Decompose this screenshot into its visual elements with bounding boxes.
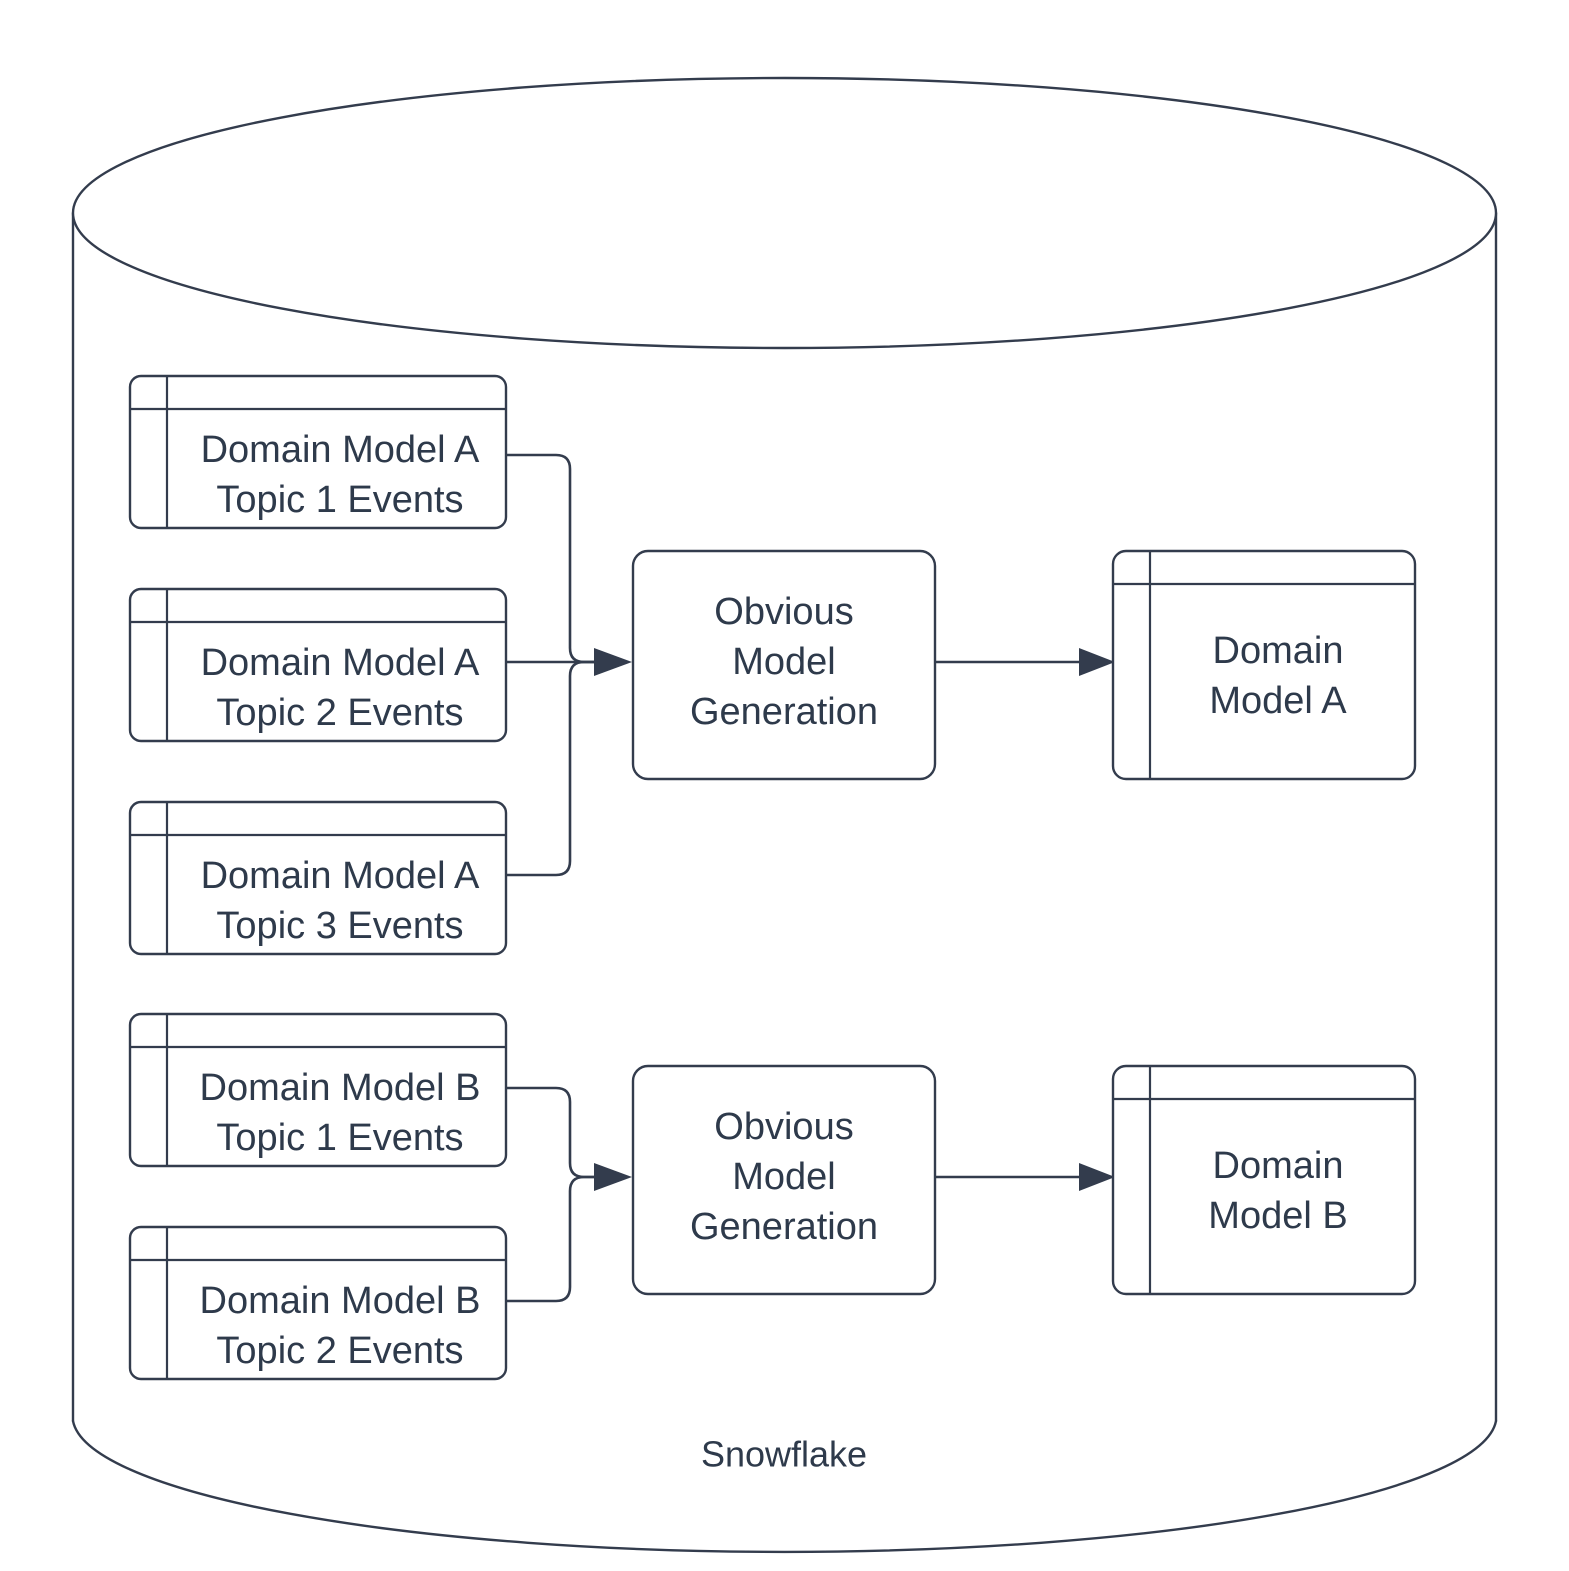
table-outline: [128, 800, 508, 956]
arrowhead-into-process-a: [594, 648, 632, 676]
output-label-line2: Model A: [1209, 680, 1347, 722]
cylinder-bottom-arc: [71, 1419, 1498, 1554]
process-box-obvious-model-generation-b[interactable]: Obvious Model Generation: [631, 1064, 937, 1296]
table-outline: [1111, 549, 1417, 781]
source-label-line2: Topic 1 Events: [216, 1117, 463, 1159]
source-label-line2: Topic 2 Events: [216, 692, 463, 734]
output-label-line1: Domain: [1213, 630, 1344, 672]
arrowhead-into-output-a: [1079, 648, 1115, 676]
process-label-line2: Model: [732, 641, 836, 683]
source-label-line2: Topic 2 Events: [216, 1330, 463, 1372]
source-table-domain-model-a-topic-2[interactable]: Domain Model A Topic 2 Events: [128, 587, 508, 743]
output-label-line2: Model B: [1208, 1195, 1347, 1237]
connector-src-b1-to-process-b: [506, 1086, 600, 1179]
process-label-line3: Generation: [690, 1206, 878, 1248]
output-table-domain-model-b[interactable]: Domain Model B: [1111, 1064, 1417, 1296]
arrowhead-into-output-b: [1079, 1163, 1115, 1191]
process-outline: [631, 1064, 937, 1296]
cylinder-top-ellipse: [71, 76, 1498, 350]
source-label-line1: Domain Model A: [201, 855, 480, 897]
process-label-line1: Obvious: [714, 591, 853, 633]
output-table-domain-model-a[interactable]: Domain Model A: [1111, 549, 1417, 781]
connectors-group-a: [506, 453, 1115, 877]
source-table-domain-model-b-topic-1[interactable]: Domain Model B Topic 1 Events: [128, 1012, 508, 1168]
connector-src-a3-to-process-a: [506, 660, 600, 877]
source-label-line1: Domain Model A: [201, 642, 480, 684]
table-outline: [128, 1225, 508, 1381]
table-outline: [1111, 1064, 1417, 1296]
source-label-line1: Domain Model A: [201, 429, 480, 471]
process-label-line1: Obvious: [714, 1106, 853, 1148]
process-box-obvious-model-generation-a[interactable]: Obvious Model Generation: [631, 549, 937, 781]
table-outline: [128, 374, 508, 530]
source-label-line2: Topic 1 Events: [216, 479, 463, 521]
connectors-group-b: [506, 1086, 1115, 1303]
source-table-domain-model-b-topic-2[interactable]: Domain Model B Topic 2 Events: [128, 1225, 508, 1381]
table-outline: [128, 1012, 508, 1168]
source-label-line1: Domain Model B: [200, 1067, 481, 1109]
output-label-line1: Domain: [1213, 1145, 1344, 1187]
source-table-domain-model-a-topic-3[interactable]: Domain Model A Topic 3 Events: [128, 800, 508, 956]
source-table-domain-model-a-topic-1[interactable]: Domain Model A Topic 1 Events: [128, 374, 508, 530]
source-label-line2: Topic 3 Events: [216, 905, 463, 947]
container-label-snowflake: Snowflake: [701, 1434, 867, 1475]
table-outline: [128, 587, 508, 743]
process-label-line2: Model: [732, 1156, 836, 1198]
process-label-line3: Generation: [690, 691, 878, 733]
source-label-line1: Domain Model B: [200, 1280, 481, 1322]
connector-src-b2-to-process-b: [506, 1175, 600, 1303]
process-outline: [631, 549, 937, 781]
arrowhead-into-process-b: [594, 1163, 632, 1191]
